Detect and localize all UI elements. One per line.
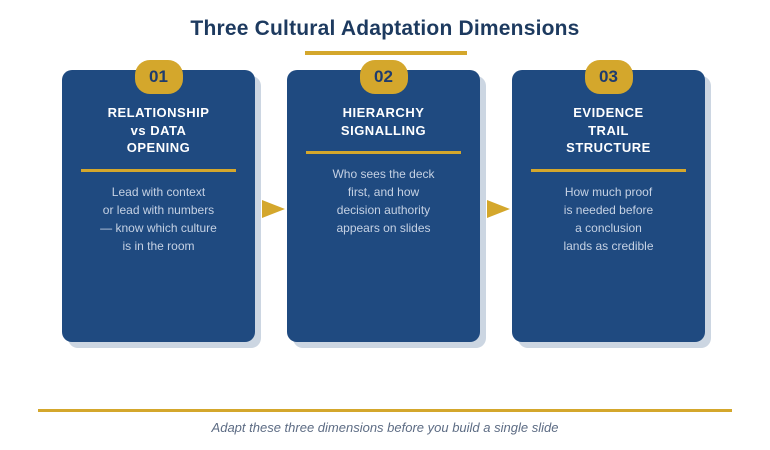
card-divider — [306, 151, 461, 155]
card-divider — [531, 168, 686, 172]
card-relationship-vs-data-opening: 01 RELATIONSHIP vs DATA OPENING Lead wit… — [62, 60, 255, 342]
card-title: RELATIONSHIP vs DATA OPENING — [107, 105, 210, 156]
card-title: HIERARCHY SIGNALLING — [340, 105, 427, 138]
step-number-badge: 02 — [359, 60, 408, 94]
card-divider — [81, 168, 236, 172]
footer-divider — [38, 409, 732, 412]
footer-caption: Adapt these three dimensions before you … — [211, 420, 559, 435]
card-hierarchy-signalling: 02 HIERARCHY SIGNALLING Who sees the dec… — [287, 60, 480, 342]
card-evidence-trail-structure: 03 EVIDENCE TRAIL STRUCTURE How much pro… — [512, 60, 705, 342]
card-description: Lead with context or lead with numbers —… — [100, 184, 217, 253]
card-title: EVIDENCE TRAIL STRUCTURE — [566, 105, 651, 156]
page-title: Three Cultural Adaptation Dimensions — [190, 17, 580, 40]
arrow-right-icon — [487, 200, 510, 218]
title-underline — [305, 51, 467, 55]
card-description: How much proof is needed before a conclu… — [563, 184, 654, 253]
step-number-badge: 01 — [134, 60, 183, 94]
step-number-badge: 03 — [584, 60, 633, 94]
arrow-right-icon — [262, 200, 285, 218]
card-description: Who sees the deck first, and how decisio… — [332, 167, 435, 236]
